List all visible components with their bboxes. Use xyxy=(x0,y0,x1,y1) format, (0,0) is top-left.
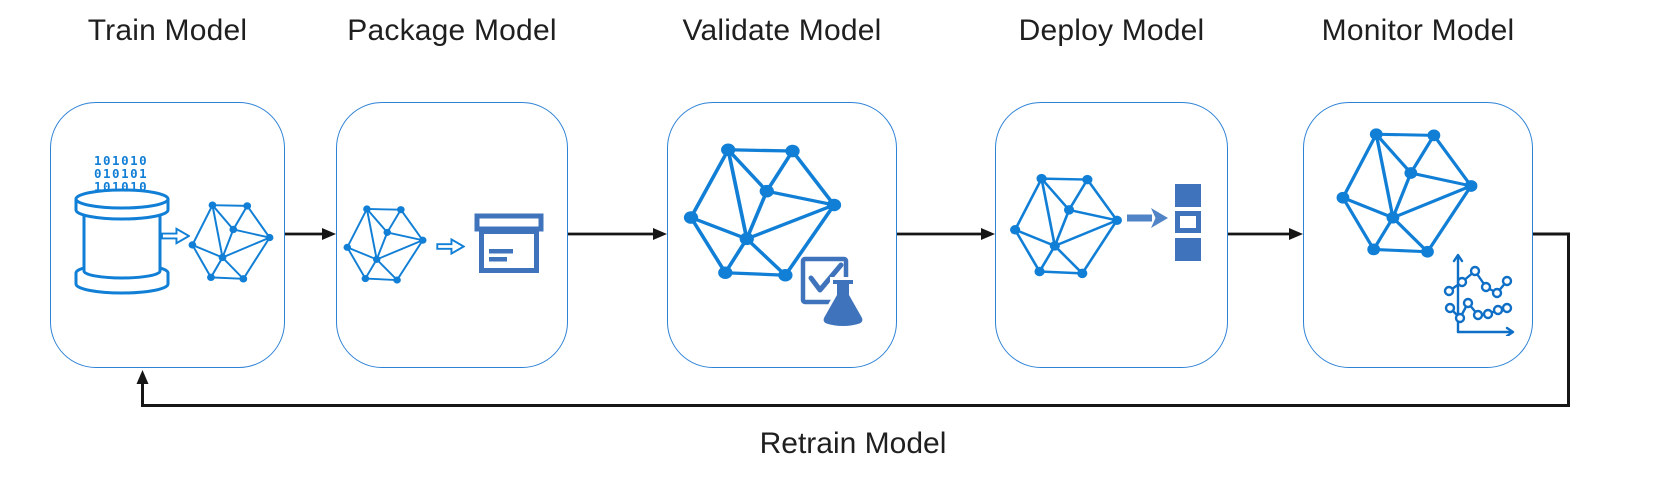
metrics-chart-icon xyxy=(1443,253,1515,336)
stage-title-train: Train Model xyxy=(87,14,248,47)
network-model-icon xyxy=(342,204,428,285)
transform-arrow-icon xyxy=(161,227,190,245)
retrain-arrowhead xyxy=(136,370,149,384)
deploy-arrow-icon xyxy=(1127,208,1168,228)
stage-title-deploy: Deploy Model xyxy=(1018,14,1205,47)
network-model-icon xyxy=(1334,126,1480,260)
network-model-icon xyxy=(1008,172,1124,280)
validation-check-flask-icon xyxy=(800,256,866,327)
network-model-icon xyxy=(187,200,275,284)
deployment-stack-icon xyxy=(1175,184,1201,261)
stage-title-monitor: Monitor Model xyxy=(1321,14,1515,47)
retrain-label: Retrain Model xyxy=(759,427,947,460)
stage-title-package: Package Model xyxy=(347,14,557,47)
transform-arrow-icon xyxy=(436,238,465,255)
binary-data-text: 101010 010101 101010 xyxy=(94,153,149,194)
package-box-icon xyxy=(474,213,544,273)
database-icon xyxy=(74,188,170,295)
stage-title-validate: Validate Model xyxy=(682,14,882,47)
